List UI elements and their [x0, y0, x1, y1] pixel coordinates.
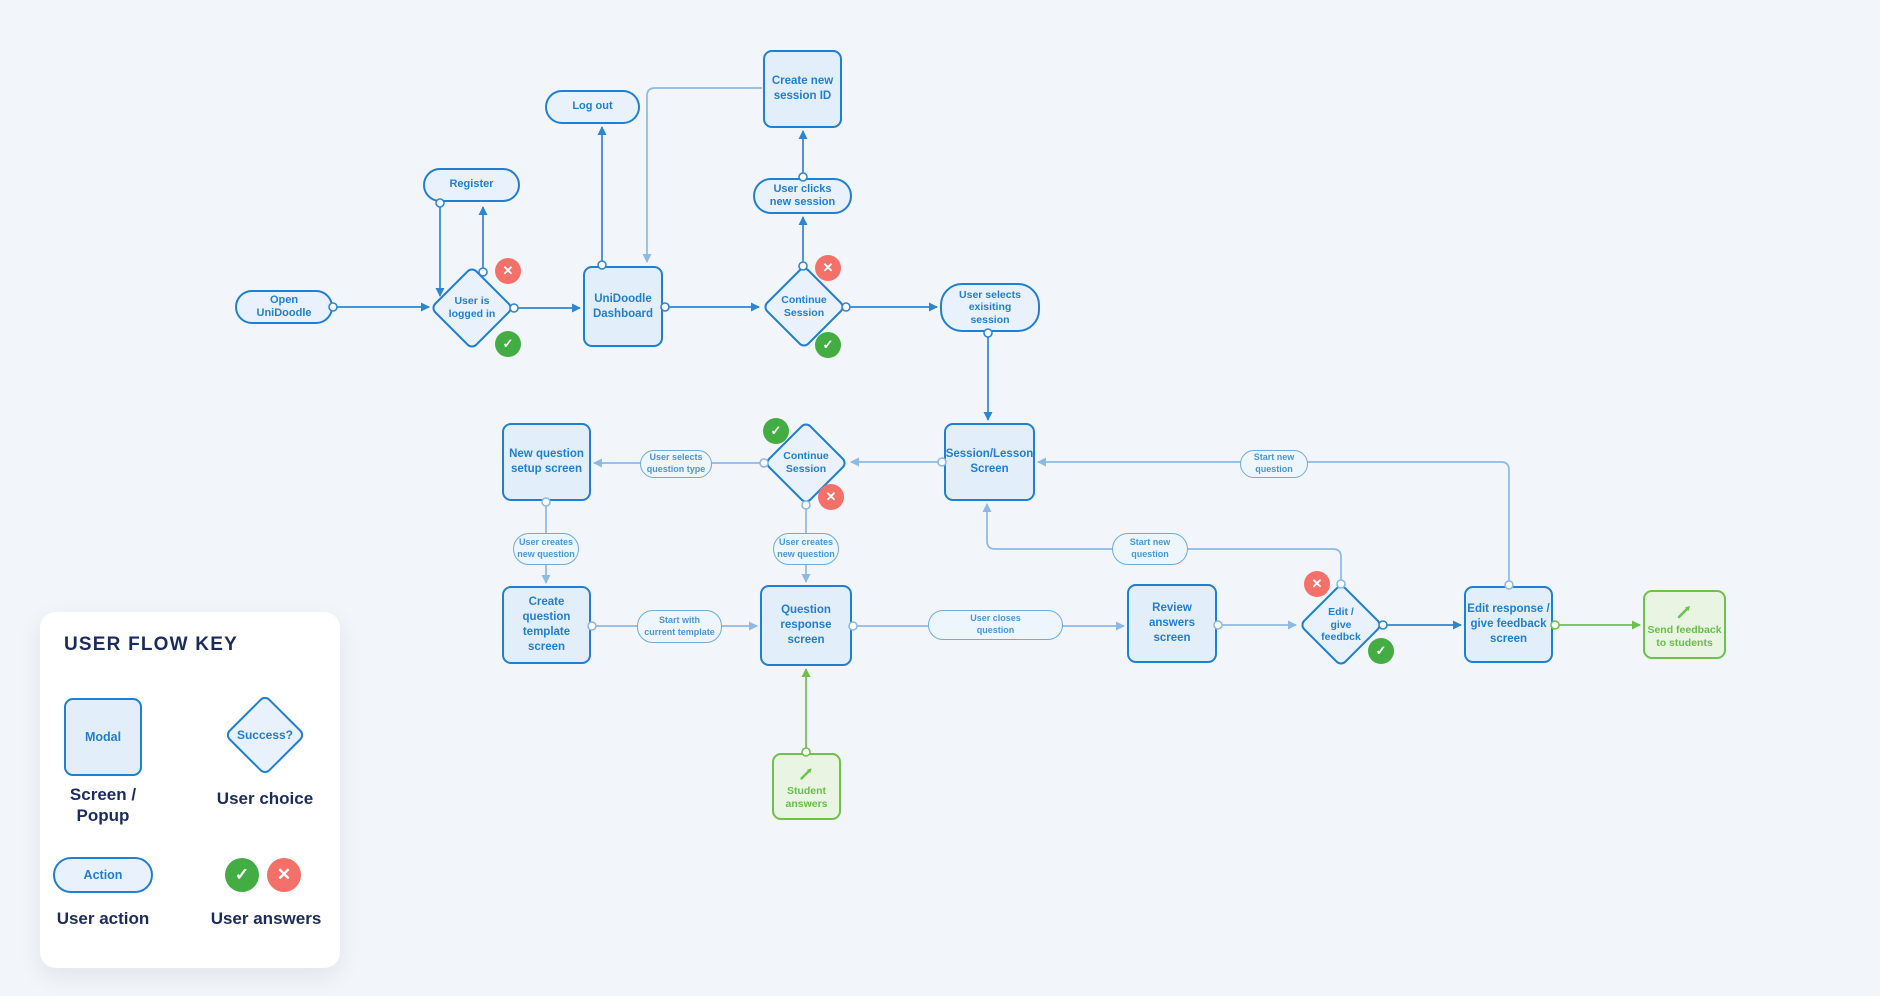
node-new-question-setup-screen[interactable]: New question setup screen: [502, 423, 591, 501]
action-start-new-question-mid[interactable]: Start new question: [1112, 533, 1188, 565]
node-review-answers-screen[interactable]: Review answers screen: [1127, 584, 1217, 663]
diamond-label: Success?: [236, 728, 294, 742]
node-create-new-session-id[interactable]: Create new session ID: [763, 50, 842, 128]
node-continue-session-top[interactable]: Continue Session: [761, 264, 847, 350]
node-edit-response-screen[interactable]: Edit response / give feedback screen: [1464, 586, 1553, 663]
legend-user-action-label: User action: [56, 909, 150, 928]
action-user-creates-new-question-left[interactable]: User creates new question: [513, 533, 579, 565]
diamond-label: Continue Session: [783, 450, 829, 475]
action-user-selects-question-type[interactable]: User selects question type: [640, 450, 712, 478]
node-session-lesson-screen[interactable]: Session/Lesson Screen: [944, 423, 1035, 501]
legend-user-choice-label: User choice: [216, 789, 314, 808]
legend-action-sample: Action: [53, 857, 153, 893]
legend-user-answers-label: User answers: [210, 909, 322, 928]
node-unidoodle-dashboard[interactable]: UniDoodle Dashboard: [583, 266, 663, 347]
send-arrow-icon: [1677, 605, 1690, 619]
node-user-clicks-new-session[interactable]: User clicks new session: [753, 178, 852, 214]
success-check-icon: ✓: [225, 858, 259, 892]
green-screen-label: Student answers: [785, 784, 828, 810]
fail-x-icon[interactable]: ✕: [1304, 571, 1330, 597]
node-send-feedback-to-students[interactable]: Send feedback to students: [1643, 590, 1726, 659]
fail-x-icon[interactable]: ✕: [818, 484, 844, 510]
diamond-label: Edit / give feedbck: [1321, 606, 1361, 644]
legend-diamond-sample: Success?: [223, 693, 307, 777]
action-start-new-question-right[interactable]: Start new question: [1240, 450, 1308, 478]
node-edit-give-feedback[interactable]: Edit / give feedbck: [1298, 582, 1384, 668]
node-continue-session-mid[interactable]: Continue Session: [763, 420, 849, 506]
legend-panel: USER FLOW KEY Modal Success? Screen / Po…: [40, 612, 340, 968]
node-student-answers[interactable]: Student answers: [772, 753, 841, 820]
diamond-label: Continue Session: [781, 294, 827, 319]
diamond-label: User is logged in: [448, 295, 496, 320]
green-screen-label: Send feedback to students: [1647, 623, 1722, 649]
node-open-unidoodle[interactable]: Open UniDoodle: [235, 290, 333, 324]
node-register[interactable]: Register: [423, 168, 520, 202]
success-check-icon[interactable]: ✓: [1368, 638, 1394, 664]
action-user-creates-new-question-mid[interactable]: User creates new question: [773, 533, 839, 565]
success-check-icon[interactable]: ✓: [815, 332, 841, 358]
success-check-icon[interactable]: ✓: [495, 331, 521, 357]
fail-x-icon: ✕: [267, 858, 301, 892]
connector: [1037, 457, 1510, 585]
fail-x-icon[interactable]: ✕: [815, 255, 841, 281]
action-user-closes-question[interactable]: User closes question: [928, 610, 1063, 640]
node-user-selects-existing-session[interactable]: User selects exisiting session: [940, 283, 1040, 332]
legend-title: USER FLOW KEY: [64, 634, 238, 655]
node-create-question-template-screen[interactable]: Create question template screen: [502, 586, 591, 664]
send-arrow-icon: [799, 768, 812, 780]
fail-x-icon[interactable]: ✕: [495, 258, 521, 284]
node-question-response-screen[interactable]: Question response screen: [760, 585, 852, 666]
node-user-is-logged-in[interactable]: User is logged in: [429, 265, 515, 351]
success-check-icon[interactable]: ✓: [763, 418, 789, 444]
action-start-with-current-template[interactable]: Start with current template: [637, 610, 722, 643]
legend-modal-sample: Modal: [64, 698, 142, 776]
legend-screen-popup-label: Screen / Popup: [69, 785, 137, 826]
connector: [642, 87, 762, 263]
node-log-out[interactable]: Log out: [545, 90, 640, 124]
